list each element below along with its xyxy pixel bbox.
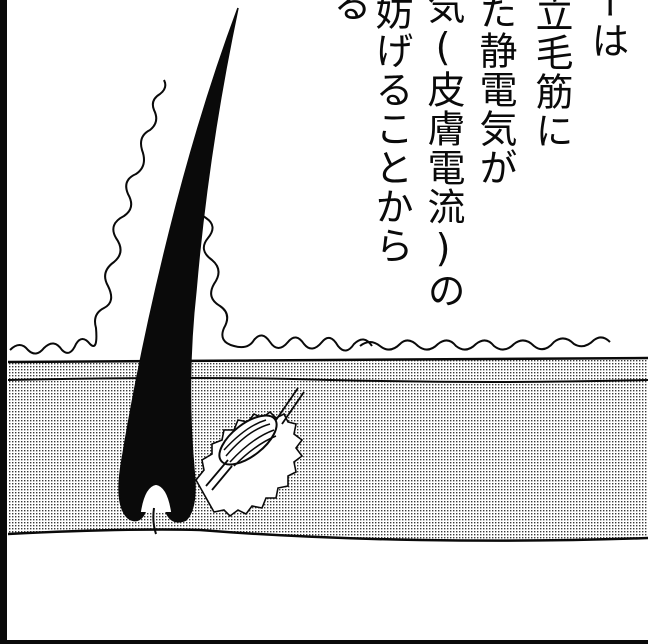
static-aura-outline (9, 79, 167, 355)
follicle-root-line (152, 507, 157, 535)
panel-bottom-border (0, 640, 648, 644)
muscle-static-burst (195, 410, 304, 518)
caption-column-2-partial: 立毛筋に (529, 0, 573, 150)
caption-column-6: る (327, 0, 371, 23)
muscle-fibers (223, 419, 277, 467)
arrector-pili-muscle (218, 414, 278, 466)
caption-column-5: 妨げることから (369, 0, 413, 265)
dermis-layer (8, 358, 648, 541)
muscle-tendon (205, 387, 305, 491)
caption-column-1: ーは (585, 0, 629, 60)
caption-column-3: た静電気が (473, 0, 517, 187)
skin-upper-line (7, 377, 648, 383)
dermis-bottom-line (7, 528, 648, 542)
static-aura-outline-right (195, 181, 611, 352)
caption-column-4: 気(皮膚電流)の (421, 0, 465, 310)
panel-left-border (0, 0, 7, 644)
skin-surface-line (7, 356, 648, 364)
hair-papilla (139, 483, 173, 513)
